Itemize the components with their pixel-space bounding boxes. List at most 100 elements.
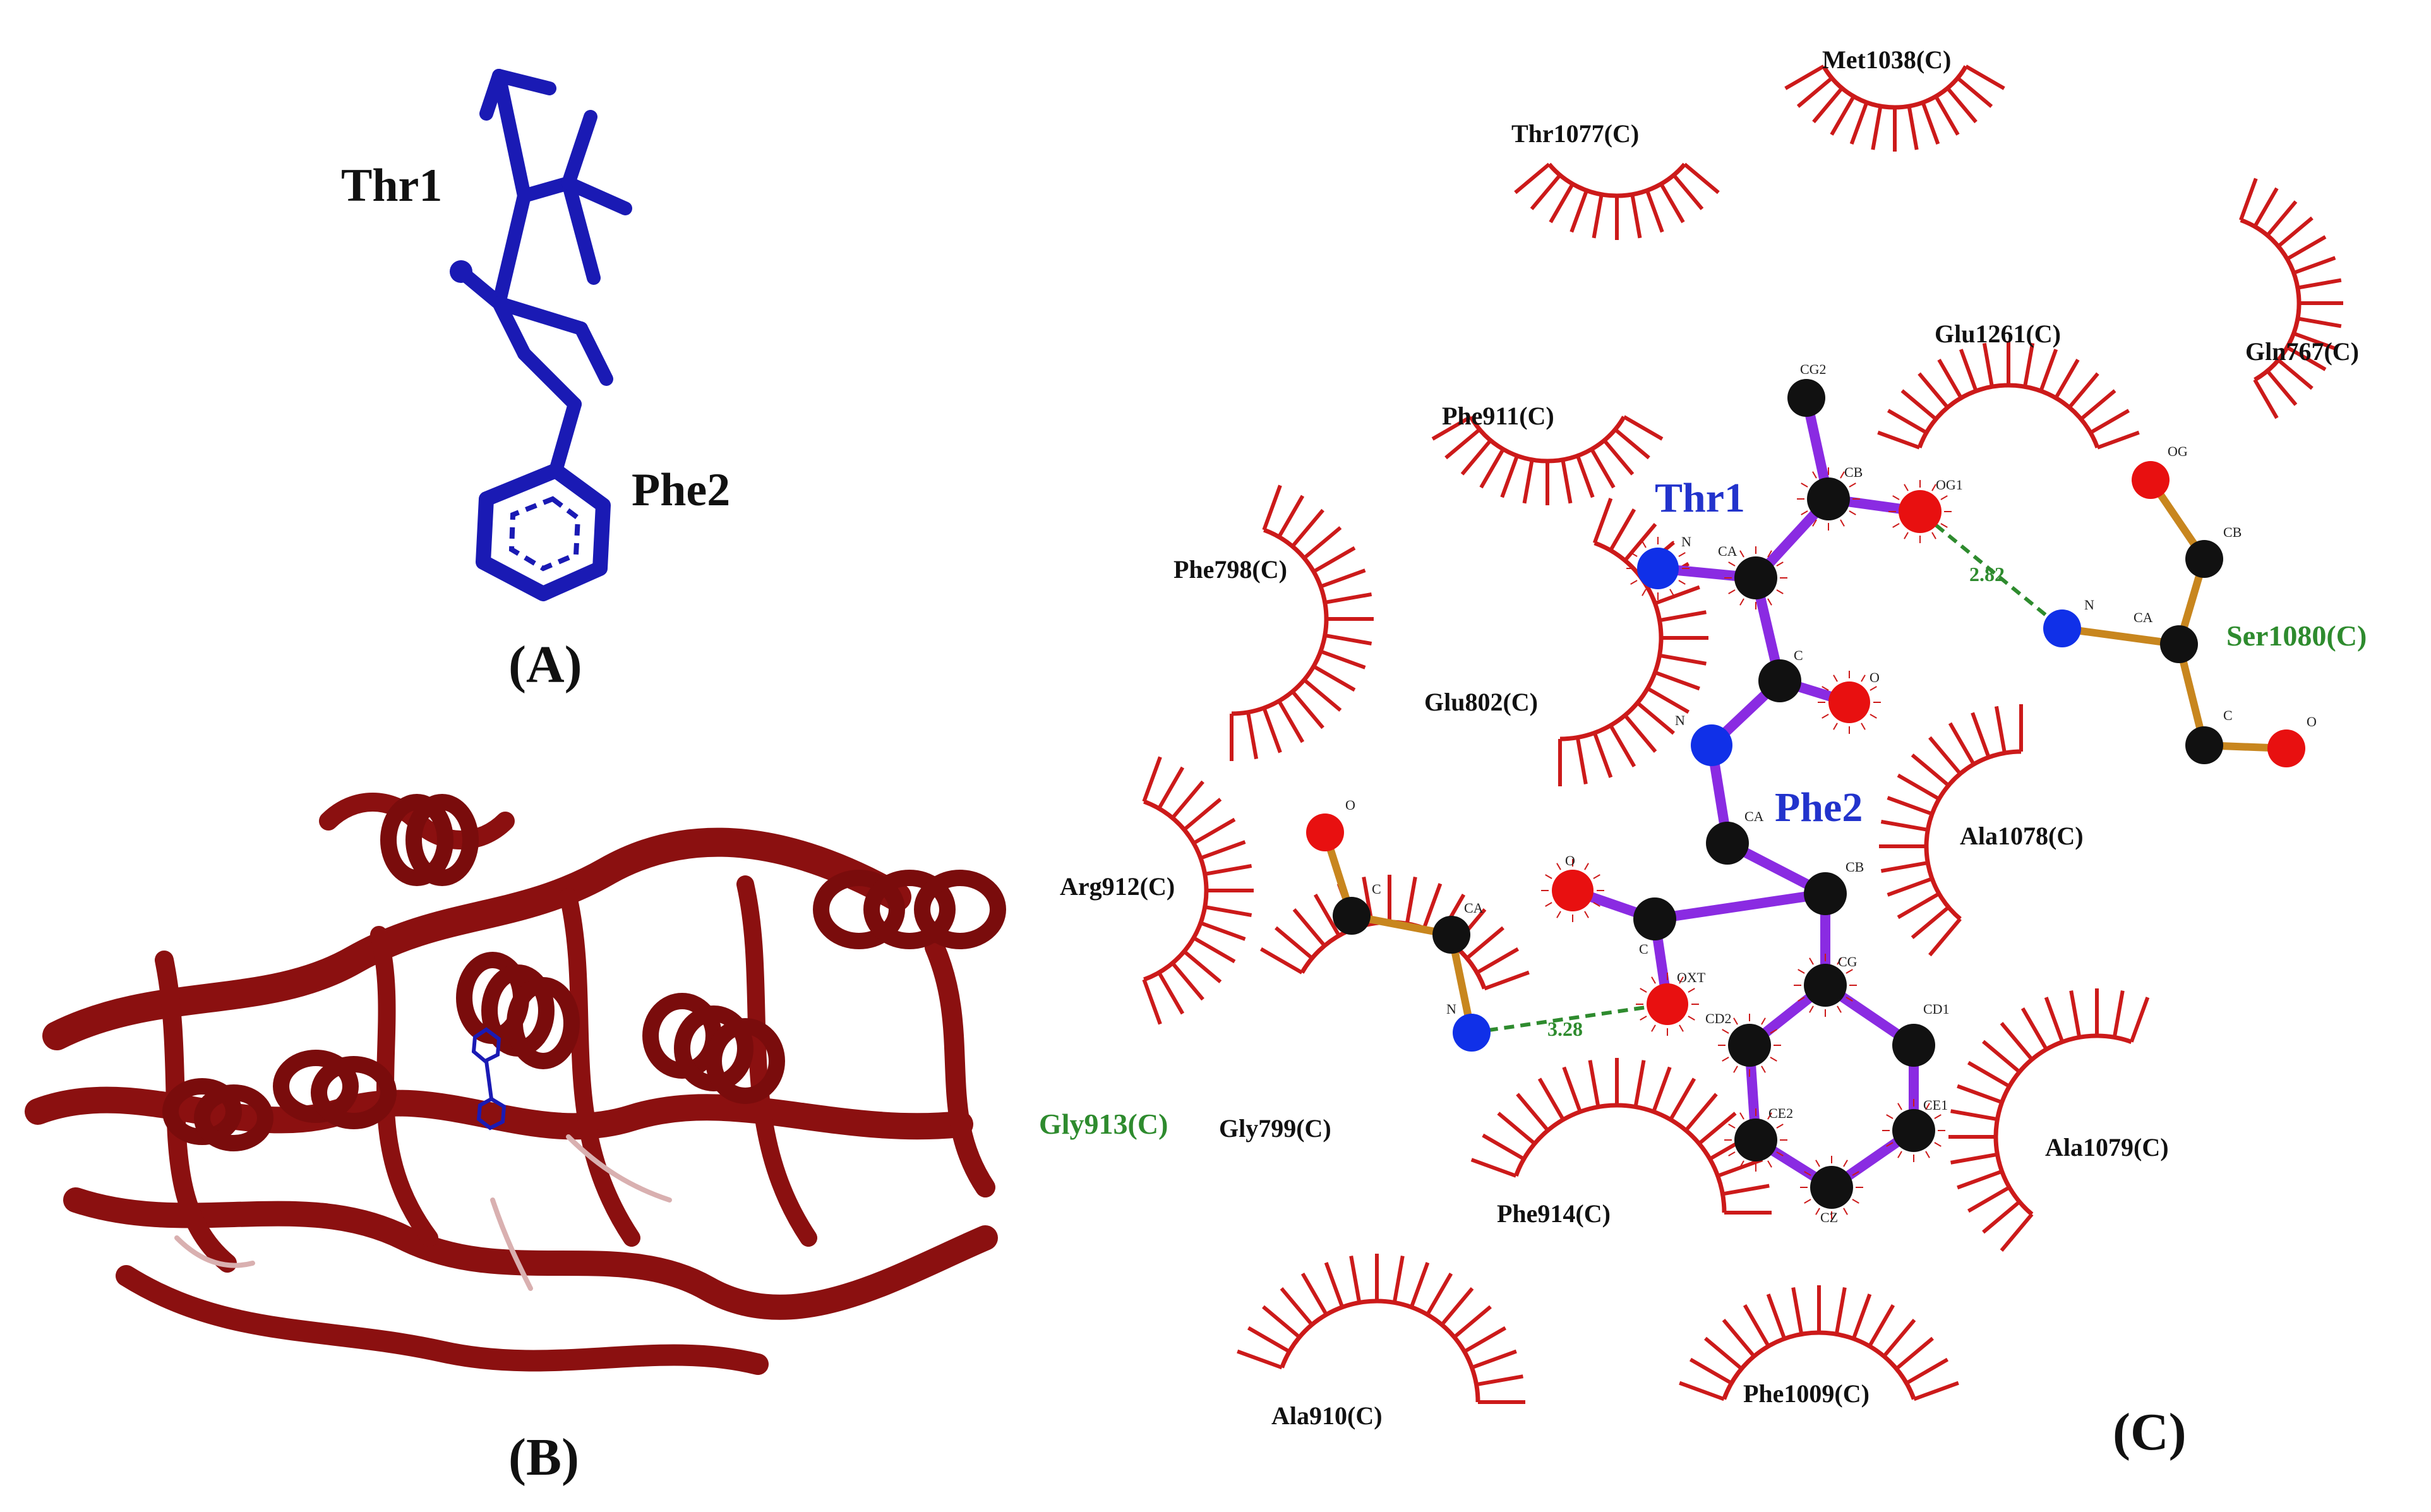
- arc-spike: [1967, 1185, 2010, 1213]
- atom-spike: [1861, 723, 1866, 730]
- arc-spike: [1237, 1349, 1283, 1370]
- arc-spike: [1262, 707, 1282, 753]
- arc-spike: [1895, 1336, 1934, 1371]
- atom-ball: [450, 260, 472, 283]
- arc-spike: [2089, 409, 2130, 435]
- hydrophobic-arc: [1470, 1058, 1772, 1215]
- arc-curve: [1143, 799, 1209, 982]
- arc-spike: [1654, 670, 1700, 691]
- arc-spike: [1497, 1112, 1536, 1146]
- arc-spike: [1684, 1093, 1718, 1132]
- panel-label-b: (B): [508, 1428, 579, 1487]
- atom-phe2-cd2: [1728, 1024, 1771, 1067]
- arc-spike: [1522, 459, 1534, 504]
- arc-spike: [2293, 256, 2336, 275]
- arc-spike: [1575, 737, 1588, 784]
- arc-spike: [1880, 819, 1928, 832]
- atom-spike: [1556, 911, 1561, 918]
- arc-spike: [1476, 1374, 1523, 1387]
- arc-spike: [1897, 773, 1940, 801]
- arc-spike: [1906, 1357, 1949, 1385]
- atom-spike: [1733, 1065, 1738, 1073]
- arc-spike: [1722, 1184, 1770, 1196]
- arc-spike: [1659, 610, 1707, 623]
- arc-spike: [1204, 863, 1252, 876]
- stick-label-phe2: Phe2: [632, 464, 730, 516]
- residue-label: Ala1079(C): [2045, 1133, 2169, 1161]
- arc-spike: [1698, 1112, 1737, 1146]
- atom-spike: [1770, 1057, 1777, 1062]
- hydrophobic-arc: [1879, 704, 2023, 957]
- panel-label-c: (C): [2113, 1403, 2187, 1461]
- arc-spike: [1669, 1077, 1696, 1121]
- atom-spike: [1739, 1160, 1744, 1168]
- atom-spike: [1593, 874, 1600, 879]
- atom-spike: [1669, 541, 1674, 548]
- arc-spike: [2069, 990, 2082, 1038]
- arc-spike: [2266, 200, 2298, 237]
- atom-spike: [1767, 550, 1772, 558]
- hydrophobic-arc: [1142, 756, 1254, 1025]
- bound-ligand: [471, 1027, 507, 1131]
- atom-label: C: [2223, 707, 2233, 723]
- atom-spike: [1870, 686, 1877, 691]
- arc-spike: [2286, 345, 2327, 371]
- arc-spike: [1766, 1293, 1787, 1340]
- ribbon-highlights: [174, 1134, 672, 1291]
- arc-spike: [1959, 349, 1978, 392]
- residue-label: Ala1078(C): [1960, 822, 2084, 850]
- partner-bonds: [1321, 476, 2290, 1036]
- stick-model: [454, 69, 632, 477]
- phenyl-ring: [476, 463, 611, 601]
- atom-spike: [1822, 686, 1829, 691]
- arc-spike: [1592, 732, 1613, 778]
- arc-curve: [1468, 416, 1626, 464]
- arc-spike: [1324, 592, 1372, 604]
- arc-spike: [1887, 877, 1933, 897]
- arc-spike: [1645, 189, 1664, 233]
- arc-spike: [1928, 917, 1962, 957]
- atom-ser-o: [2267, 729, 2305, 767]
- arc-spike: [1440, 1287, 1474, 1326]
- atom-spike: [1728, 561, 1736, 567]
- atom-spike: [1767, 1112, 1772, 1120]
- atom-label: N: [1446, 1001, 1456, 1017]
- arc-spike: [1392, 1256, 1405, 1303]
- atom-thr1-ca: [1734, 556, 1777, 599]
- arc-spike: [1672, 174, 1704, 210]
- arc-spike: [1679, 1381, 1725, 1401]
- arc-spike: [1921, 102, 1940, 145]
- atom-spike: [1739, 1112, 1744, 1120]
- arc-spike: [1928, 736, 1962, 776]
- arc-spike: [2293, 332, 2336, 351]
- atom-label: N: [1675, 712, 1685, 728]
- arc-spike: [1313, 893, 1341, 937]
- atom-phe2-cd1: [1892, 1024, 1935, 1067]
- atom-spike: [1837, 957, 1842, 965]
- atom-label: CA: [1718, 543, 1738, 559]
- arc-spike: [2129, 997, 2150, 1043]
- atom-thr1-c: [1758, 659, 1801, 702]
- atom-thr1-o: [1828, 681, 1870, 723]
- arc-spike: [1956, 76, 1993, 108]
- atom-spike: [1761, 1017, 1766, 1025]
- arc-spike: [1199, 840, 1246, 860]
- hydrophobic-arc: [1237, 1254, 1525, 1404]
- atom-spike: [1688, 988, 1695, 993]
- residue-label: Gly799(C): [1219, 1114, 1331, 1143]
- arc-spike: [1950, 1109, 1998, 1122]
- arc-spike: [1157, 766, 1185, 810]
- atom-spike: [1846, 997, 1853, 1002]
- atom-spike: [1809, 957, 1814, 965]
- arc-spike: [1549, 183, 1575, 224]
- atom-spike: [1767, 598, 1772, 606]
- arc-spike: [1262, 1305, 1301, 1339]
- arc-spike: [1743, 1304, 1770, 1347]
- atom-spike: [1651, 976, 1656, 984]
- arc-spike: [2239, 177, 2258, 221]
- atom-spike: [1679, 976, 1684, 984]
- hydrophobic-arc: [1784, 64, 2005, 152]
- atom-spike: [1669, 589, 1674, 596]
- arc-spike: [1431, 415, 1472, 441]
- atom-spike: [1897, 1151, 1902, 1158]
